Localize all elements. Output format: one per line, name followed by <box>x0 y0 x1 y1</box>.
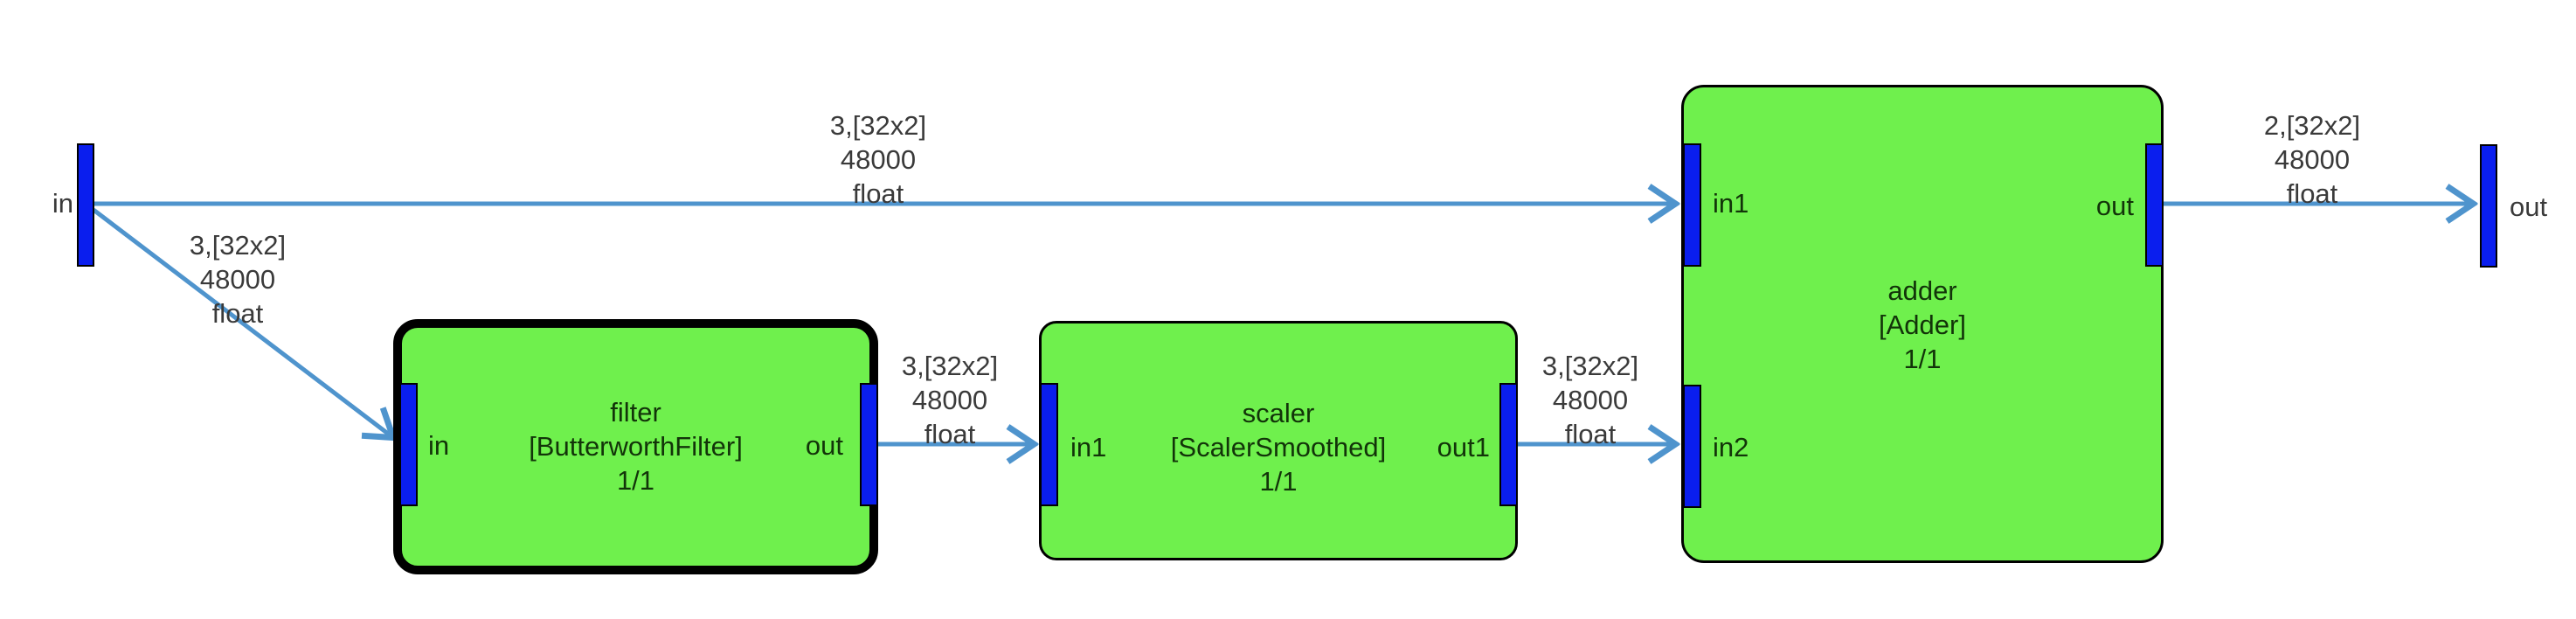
block-scaler-type: [ScalerSmoothed] <box>1170 432 1387 463</box>
adder-port-out[interactable] <box>2145 143 2164 267</box>
adder-port-in2-label: in2 <box>1713 432 1749 463</box>
block-scaler-rate: 1/1 <box>1259 466 1298 497</box>
scaler-port-out1-label: out1 <box>1437 432 1490 463</box>
filter-port-out[interactable] <box>860 383 878 506</box>
output-terminal-label: out <box>2510 191 2548 222</box>
block-scaler[interactable] <box>1039 321 1518 560</box>
block-filter-text: filter [ButterworthFilter] 1/1 <box>393 395 878 497</box>
block-filter[interactable] <box>393 319 878 574</box>
edge-label-in-to-filter: 3,[32x2] 48000 float <box>189 230 287 329</box>
adder-port-in2[interactable] <box>1683 385 1701 508</box>
adder-port-in1[interactable] <box>1683 143 1701 267</box>
adder-port-out-label: out <box>2095 191 2134 221</box>
adder-port-in1-label: in1 <box>1713 188 1749 219</box>
block-scaler-name: scaler <box>1242 398 1315 428</box>
block-scaler-text: scaler [ScalerSmoothed] 1/1 <box>1039 396 1518 498</box>
filter-port-in-label: in <box>428 430 450 461</box>
block-filter-name: filter <box>610 397 661 428</box>
filter-port-out-label: out <box>805 430 843 461</box>
edge-label-in-to-adder: 3,[32x2] 48000 float <box>829 110 927 209</box>
input-terminal-label: in <box>52 188 73 219</box>
scaler-port-out1[interactable] <box>1499 383 1518 506</box>
block-adder-text: adder [Adder] 1/1 <box>1681 274 2164 376</box>
input-terminal-port[interactable] <box>77 143 94 267</box>
block-adder-name: adder <box>1887 275 1957 306</box>
block-adder-type: [Adder] <box>1879 310 1966 340</box>
scaler-port-in1-label: in1 <box>1070 432 1107 463</box>
block-adder[interactable] <box>1681 85 2164 563</box>
filter-port-in[interactable] <box>399 383 418 506</box>
block-adder-rate: 1/1 <box>1903 344 1942 374</box>
edge-label-scaler-to-adder: 3,[32x2] 48000 float <box>1541 351 1639 449</box>
block-filter-rate: 1/1 <box>616 465 655 496</box>
edge-in-to-filter-in[interactable] <box>92 208 391 436</box>
output-terminal-port[interactable] <box>2480 144 2497 268</box>
edge-label-filter-to-scaler: 3,[32x2] 48000 float <box>901 351 999 449</box>
edge-label-adder-to-out: 2,[32x2] 48000 float <box>2263 110 2361 209</box>
scaler-port-in1[interactable] <box>1040 383 1058 506</box>
block-filter-type: [ButterworthFilter] <box>529 431 743 462</box>
